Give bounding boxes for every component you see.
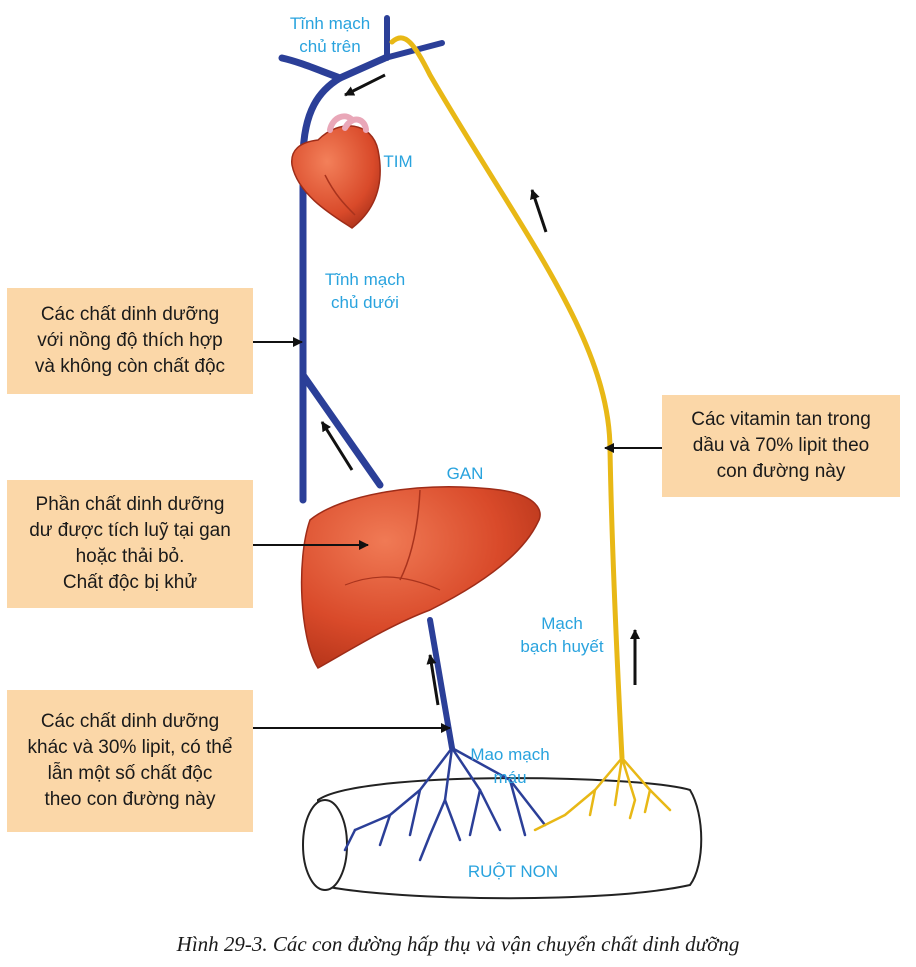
- label-small-intestine: RUỘT NON: [467, 862, 559, 881]
- label-superior-vena-cava: Tĩnh mạch chủ trên: [289, 14, 371, 56]
- flow-arrow-to-heart: [344, 73, 386, 97]
- blood-capillaries: [343, 746, 547, 862]
- flow-arrows: [320, 73, 640, 706]
- box-filtered-nutrients: Các chất dinh dưỡng với nồng độ thích hợ…: [7, 288, 253, 394]
- lymph-vessel: [389, 35, 672, 832]
- lymph-capillaries: [533, 756, 672, 832]
- flow-arrow-up-portal-vein: [426, 654, 440, 706]
- label-heart: TIM: [383, 152, 413, 171]
- box-blood-route: Các chất dinh dưỡng khác và 30% lipit, c…: [7, 690, 253, 832]
- small-intestine: [302, 777, 703, 900]
- flow-arrow-up-vena-cava: [320, 421, 354, 471]
- label-lymph-vessel: Mạch bạch huyết: [520, 614, 604, 656]
- box-stored-nutrients-text: Phần chất dinh dưỡng dư được tích luỹ tạ…: [29, 494, 231, 593]
- box-filtered-nutrients-text: Các chất dinh dưỡng với nồng độ thích hợ…: [34, 304, 226, 377]
- liver: [300, 486, 541, 670]
- figure-caption: Hình 29-3. Các con đường hấp thụ và vận …: [176, 932, 740, 956]
- flow-arrow-up-lymph-top: [530, 189, 548, 233]
- pointer-lines: [253, 337, 662, 733]
- box-lymph-route-text: Các vitamin tan trong dầu và 70% lipit t…: [691, 409, 871, 482]
- label-capillaries: Mao mạch máu: [470, 745, 550, 787]
- box-blood-route-text: Các chất dinh dưỡng khác và 30% lipit, c…: [27, 711, 233, 810]
- label-liver: GAN: [446, 464, 484, 483]
- label-inferior-vena-cava: Tĩnh mạch chủ dưới: [324, 270, 406, 312]
- box-lymph-route: Các vitamin tan trong dầu và 70% lipit t…: [662, 395, 900, 497]
- heart: [291, 113, 381, 229]
- box-stored-nutrients: Phần chất dinh dưỡng dư được tích luỹ tạ…: [7, 480, 253, 608]
